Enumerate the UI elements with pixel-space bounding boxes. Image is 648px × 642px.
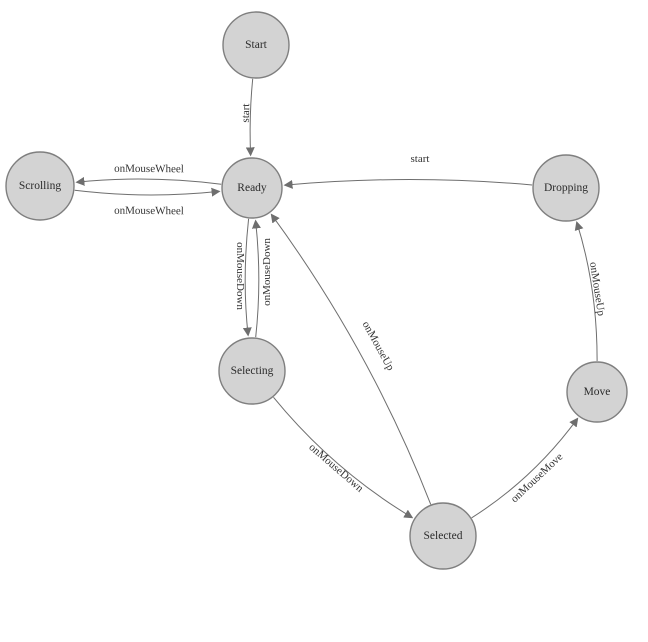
state-circle[interactable]	[5, 151, 75, 221]
transition-path	[273, 396, 414, 519]
transition-path	[251, 219, 261, 338]
transition-selecting-to-ready: onMouseDown	[251, 219, 273, 338]
transition-dropping-to-ready: start	[283, 153, 533, 189]
transition-path	[270, 213, 432, 505]
state-node-ready[interactable]: Ready	[221, 157, 283, 219]
state-node-selected[interactable]: Selected	[409, 502, 477, 570]
state-circle[interactable]	[409, 502, 477, 570]
transition-scrolling-to-ready: onMouseWheel	[74, 187, 221, 218]
state-node-start[interactable]: Start	[222, 11, 290, 79]
transition-label: onMouseDown	[306, 441, 366, 495]
transition-start-to-ready: start	[240, 78, 255, 157]
state-node-selecting[interactable]: Selecting	[218, 337, 286, 405]
transition-label: onMouseUp	[360, 319, 397, 373]
transition-ready-to-scrolling: onMouseWheel	[75, 163, 222, 186]
transition-label: onMouseWheel	[114, 205, 184, 218]
transition-move-to-dropping: onMouseUp	[574, 221, 607, 362]
transition-selected-to-ready: onMouseUp	[270, 213, 432, 505]
transition-path	[283, 179, 533, 189]
transition-path	[74, 187, 221, 197]
state-circle[interactable]	[218, 337, 286, 405]
transition-label: onMouseMove	[509, 451, 566, 505]
transition-label: onMouseDown	[261, 238, 273, 306]
state-circle[interactable]	[566, 361, 628, 423]
transition-path	[242, 218, 252, 337]
transition-path	[75, 176, 222, 186]
transition-selected-to-move: onMouseMove	[471, 417, 579, 519]
state-circle[interactable]	[532, 154, 600, 222]
transition-ready-to-selecting: onMouseDown	[234, 218, 252, 337]
transition-label: onMouseDown	[234, 242, 246, 310]
transition-label: onMouseWheel	[114, 163, 184, 176]
transition-label: start	[240, 103, 253, 122]
state-circle[interactable]	[221, 157, 283, 219]
state-node-move[interactable]: Move	[566, 361, 628, 423]
state-node-dropping[interactable]: Dropping	[532, 154, 600, 222]
state-node-scrolling[interactable]: Scrolling	[5, 151, 75, 221]
transition-selecting-to-selected: onMouseDown	[273, 396, 414, 519]
transition-path	[574, 221, 598, 362]
state-circle[interactable]	[222, 11, 290, 79]
transition-label: onMouseUp	[587, 261, 607, 317]
transition-label: start	[411, 153, 430, 165]
transition-path	[471, 417, 579, 519]
transition-path	[245, 78, 255, 157]
